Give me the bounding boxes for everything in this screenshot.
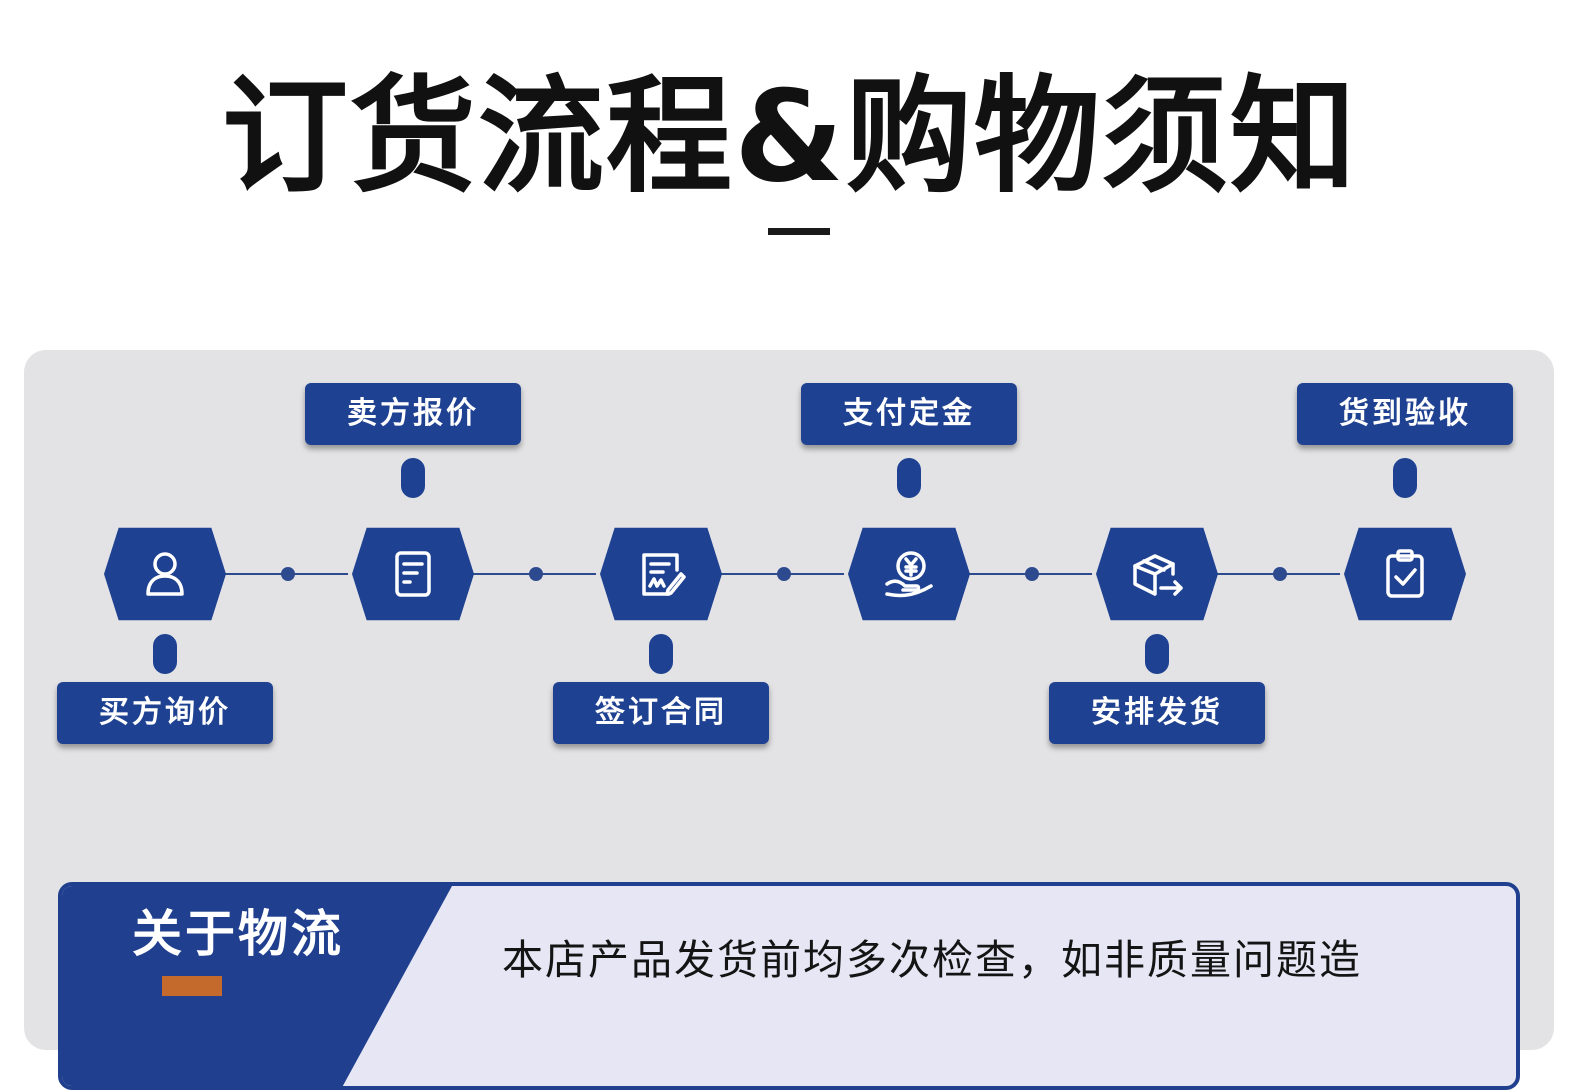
clipboard-check-icon bbox=[1386, 549, 1424, 598]
step-acceptance-stem bbox=[1393, 458, 1417, 498]
logistics-title: 关于物流 bbox=[132, 905, 344, 963]
page-title: 订货流程&购物须知 bbox=[222, 63, 1358, 210]
step-deposit-stem bbox=[897, 458, 921, 498]
step-inquiry-label: 买方询价 bbox=[57, 682, 273, 744]
step-inquiry-hexagon bbox=[104, 527, 226, 621]
document-icon bbox=[395, 551, 431, 597]
signed-contract-icon bbox=[642, 553, 686, 596]
logistics-text: 本店产品发货前均多次检查，如非质量问题造 bbox=[502, 936, 1362, 984]
connector-dot bbox=[1025, 567, 1039, 581]
logistics-info-box: 关于物流 本店产品发货前均多次检查，如非质量问题造 bbox=[58, 882, 1520, 1090]
step-contract-stem bbox=[649, 634, 673, 674]
step-deposit-hexagon bbox=[848, 527, 970, 621]
logistics-decoration bbox=[162, 976, 222, 996]
package-shipping-icon bbox=[1133, 554, 1183, 596]
connector-dot bbox=[777, 567, 791, 581]
step-quote-stem bbox=[401, 458, 425, 498]
step-contract-hexagon bbox=[600, 527, 722, 621]
step-inquiry-stem bbox=[153, 634, 177, 674]
step-contract-label: 签订合同 bbox=[553, 682, 769, 744]
yen-coin-hand-icon bbox=[885, 551, 933, 598]
step-acceptance-label: 货到验收 bbox=[1297, 383, 1513, 445]
step-acceptance-hexagon bbox=[1344, 527, 1466, 621]
step-quote-label: 卖方报价 bbox=[305, 383, 521, 445]
step-shipping-stem bbox=[1145, 634, 1169, 674]
title-divider bbox=[768, 228, 830, 235]
step-deposit-label: 支付定金 bbox=[801, 383, 1017, 445]
step-shipping-hexagon bbox=[1096, 527, 1218, 621]
connector-dot bbox=[529, 567, 543, 581]
step-quote-hexagon bbox=[352, 527, 474, 621]
connector-dot bbox=[281, 567, 295, 581]
user-icon bbox=[146, 552, 184, 596]
connector-dot bbox=[1273, 567, 1287, 581]
step-shipping-label: 安排发货 bbox=[1049, 682, 1265, 744]
